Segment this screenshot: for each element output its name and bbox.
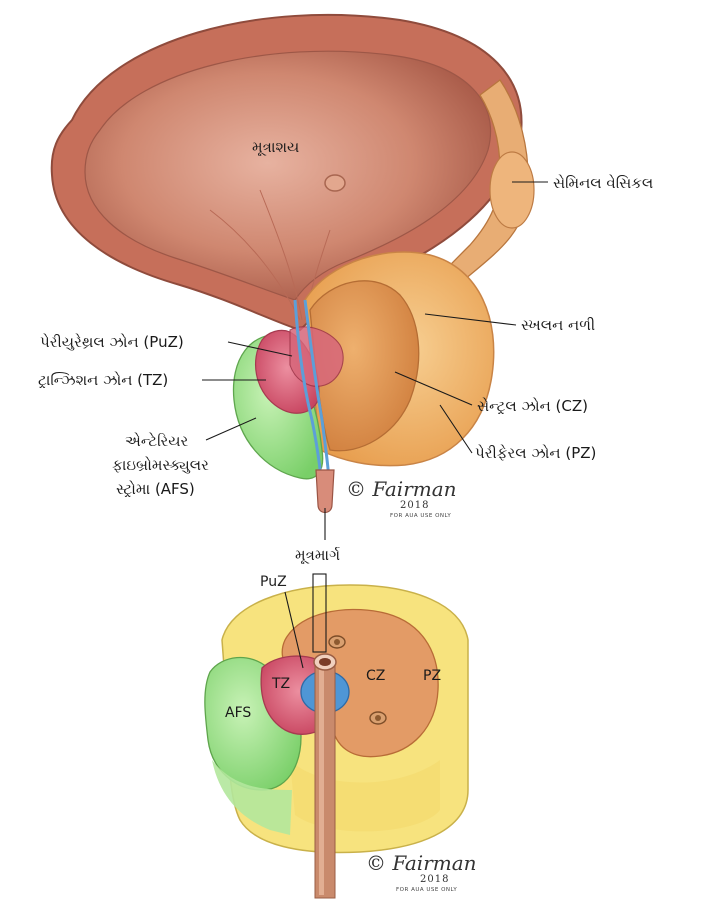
urethra-column xyxy=(315,660,335,898)
label-puz-small: PuZ xyxy=(260,574,287,590)
svg-text:© Fairman: © Fairman xyxy=(366,851,477,875)
bladder-orifice xyxy=(325,175,345,191)
svg-text:2018: 2018 xyxy=(400,500,429,511)
svg-text:© Fairman: © Fairman xyxy=(346,477,457,501)
label-bladder: મૂત્રાશય xyxy=(252,138,299,156)
svg-text:2018: 2018 xyxy=(420,874,449,885)
label-tz-small: TZ xyxy=(271,676,290,692)
label-afs-small: AFS xyxy=(225,705,251,721)
label-afs-line1: એન્ટેરિયર xyxy=(125,432,189,450)
sagittal-view: મૂત્રાશય સેમિનલ વેસિકલ સ્ખલન નળી પેરીયુર… xyxy=(38,15,653,564)
label-transition-zone: ટ્રાન્ઝિશન ઝોન (TZ) xyxy=(38,371,168,389)
svg-text:FOR AUA USE ONLY: FOR AUA USE ONLY xyxy=(396,887,457,893)
label-periurethral-zone: પેરીયુરેથ્રલ ઝોન (PuZ) xyxy=(40,333,184,351)
axial-view: PuZ TZ CZ PZ AFS © Fairman 2018 FOR AUA … xyxy=(205,574,477,898)
label-seminal-vesicle: સેમિનલ વેસિકલ xyxy=(553,174,653,192)
urethra xyxy=(316,470,334,513)
label-afs-line2: ફાઇબ્રોમસ્ક્યુલર xyxy=(112,456,209,474)
svg-text:FOR AUA USE ONLY: FOR AUA USE ONLY xyxy=(390,513,451,519)
label-pz-small: PZ xyxy=(423,668,441,684)
label-cz-small: CZ xyxy=(366,668,385,684)
label-afs-line3: સ્ટ્રોમા (AFS) xyxy=(116,480,195,498)
artist-signature: © Fairman 2018 FOR AUA USE ONLY xyxy=(346,477,457,519)
label-urethra: મૂત્રમાર્ગ xyxy=(295,546,340,564)
label-ejaculatory-duct: સ્ખલન નળી xyxy=(521,316,595,334)
label-peripheral-zone: પેરીફેરલ ઝોન (PZ) xyxy=(475,444,596,462)
artist-signature-bottom: © Fairman 2018 FOR AUA USE ONLY xyxy=(366,851,477,893)
label-central-zone: સેન્ટ્રલ ઝોન (CZ) xyxy=(477,397,588,415)
